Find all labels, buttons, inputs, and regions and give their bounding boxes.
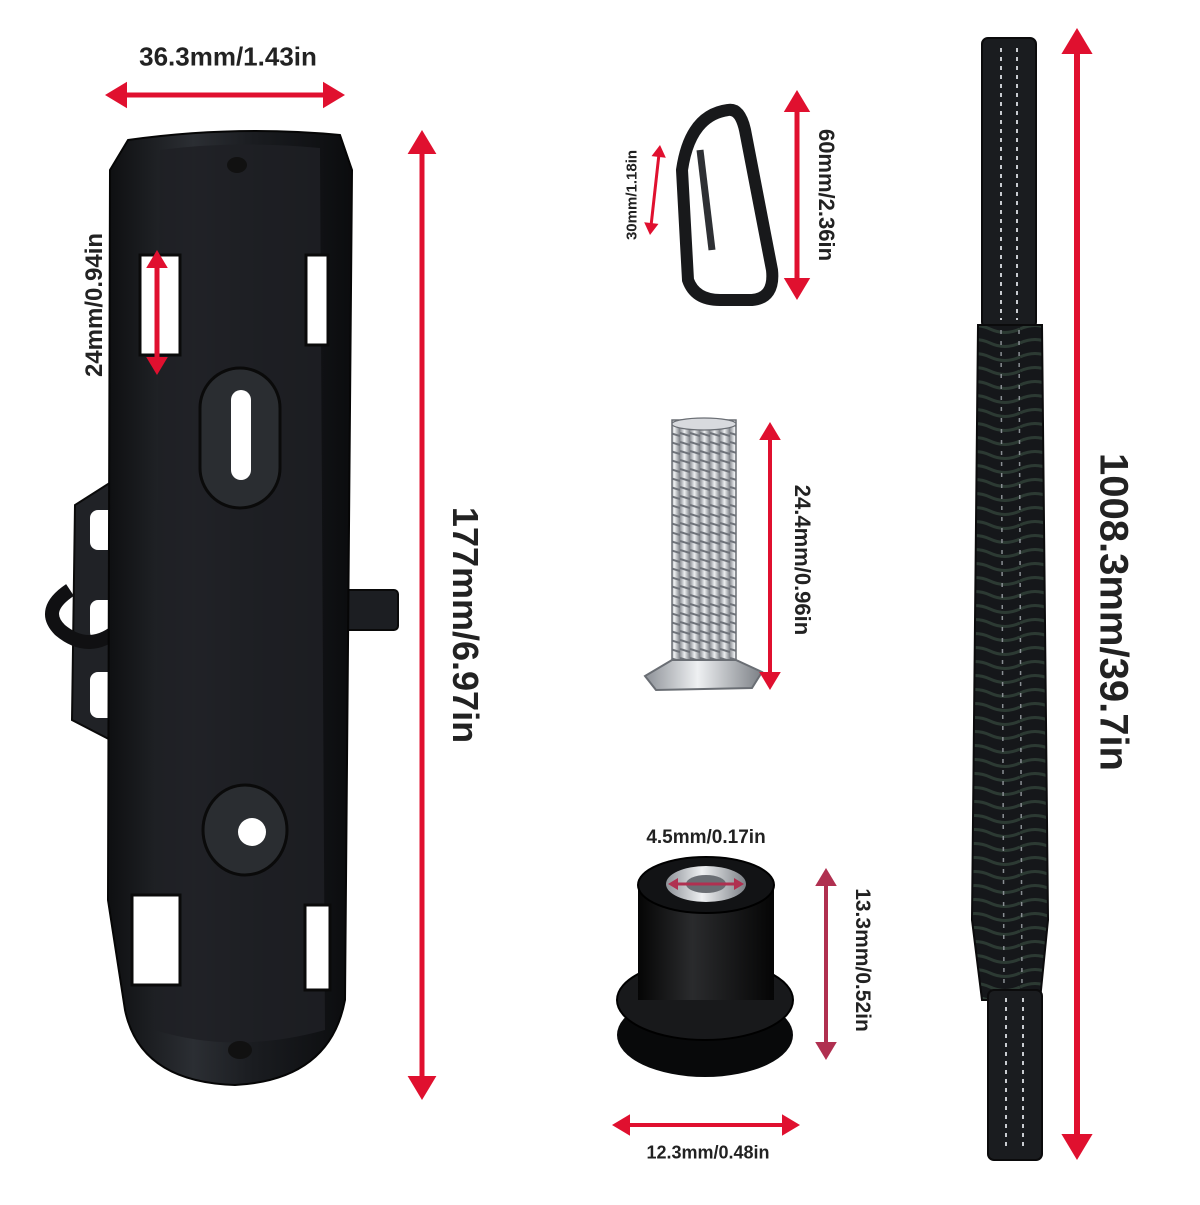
screw-length-arrow [759, 422, 781, 690]
nut-flange-arrow [612, 1114, 800, 1136]
nut-inner-arrow [668, 878, 744, 890]
bottle-holder [45, 130, 399, 1087]
slot-height-label: 24mm/0.94in [81, 232, 108, 378]
carabiner-gate-arrow [644, 145, 666, 235]
nut-height-arrow [815, 868, 837, 1060]
bungee-loop [45, 584, 125, 649]
strap-lower-webbing [987, 989, 1043, 1161]
holder-height-label: 177mm/6.97in [445, 506, 486, 744]
dimple [227, 157, 247, 173]
nut-inner-label: 4.5mm/0.17in [646, 827, 766, 848]
dimension-arrows [105, 28, 1093, 1160]
carabiner-frame [675, 103, 779, 306]
screw-shaft [671, 419, 737, 661]
nut-flange-label: 12.3mm/0.48in [646, 1142, 770, 1163]
screw [643, 417, 764, 692]
screw-length-label: 24.4mm/0.96in [790, 484, 815, 636]
holder-width-arrow [105, 81, 345, 109]
bottom-round-hole [238, 818, 266, 846]
holder-width-label: 36.3mm/1.43in [139, 41, 317, 72]
carabiner-gate-label: 30mm/1.18in [623, 149, 641, 241]
screw-head [643, 659, 764, 692]
lower-left-slot [130, 893, 182, 987]
upper-right-slot [304, 253, 330, 347]
upper-left-slot [138, 253, 182, 357]
well-nut [616, 856, 794, 1077]
strap-elastic [970, 324, 1050, 1001]
strap-length-arrow [1061, 28, 1093, 1160]
strap-upper-webbing [981, 37, 1037, 329]
holder-height-arrow [407, 130, 437, 1100]
slot-height-arrow [146, 250, 168, 375]
carabiner-height-label: 60mm/2.36in [814, 128, 839, 262]
strap-length-label: 1008.3mm/39.7in [1091, 453, 1136, 771]
lower-right-slot [303, 903, 332, 992]
bungee-strap [970, 37, 1050, 1161]
carabiner-height-arrow [783, 90, 811, 300]
dimple [228, 1041, 252, 1059]
carabiner-gate [696, 149, 716, 251]
nut-height-label: 13.3mm/0.52in [851, 888, 874, 1032]
carabiner [675, 103, 779, 306]
center-slot-hole [231, 390, 251, 480]
